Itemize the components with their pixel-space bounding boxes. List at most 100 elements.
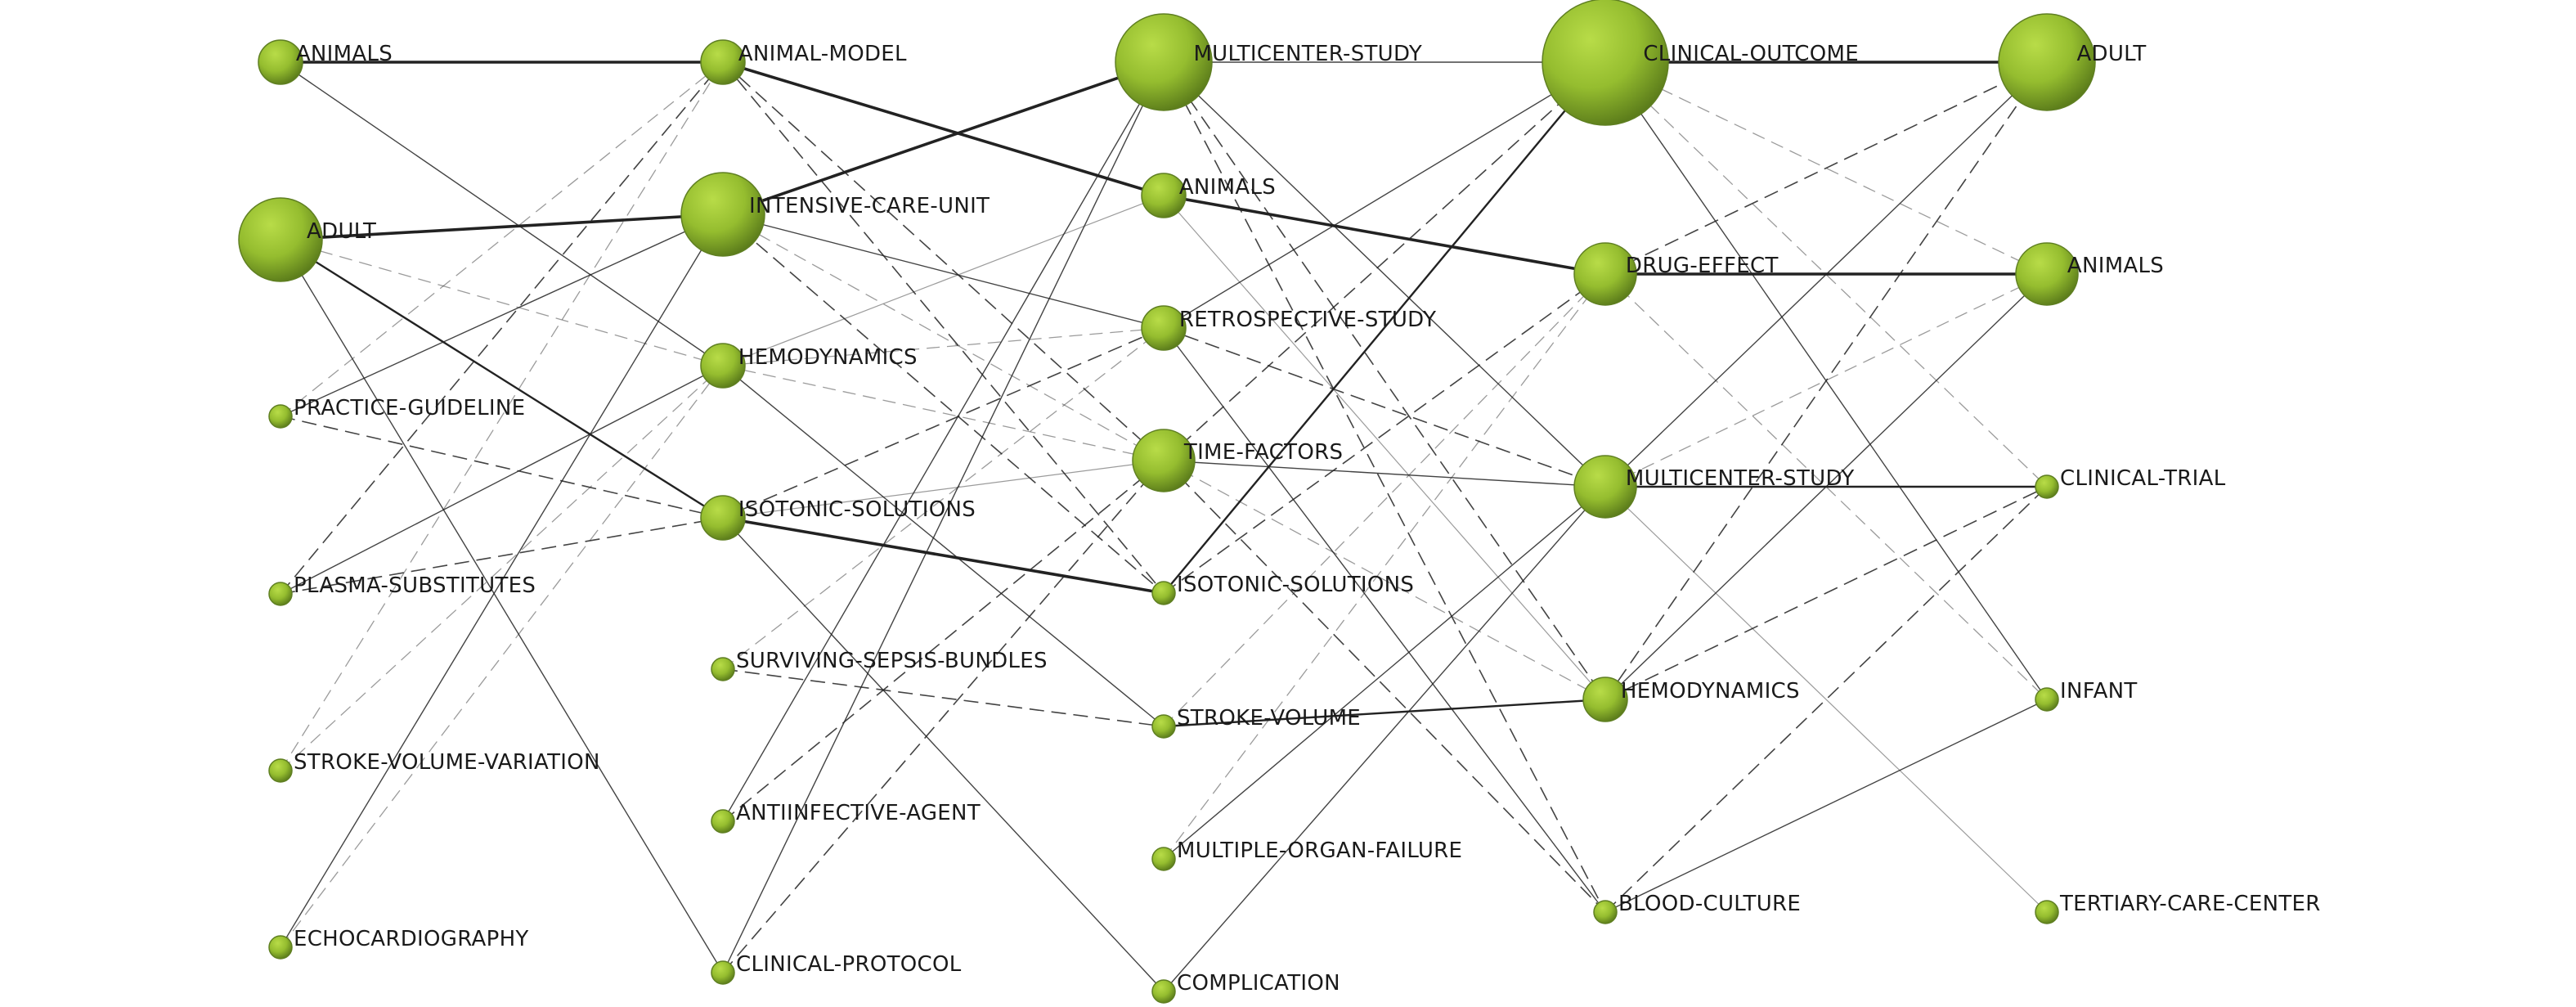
node-c2-clinical-protocol[interactable] <box>711 960 735 985</box>
edge-c1-animals-to-c2-hemodynamics <box>280 61 724 366</box>
edge-c4-multicenter-study-to-c5-adult <box>1604 61 2048 488</box>
node-c1-echocardiography[interactable] <box>268 935 293 960</box>
edge-c2-antiinfective-agent-to-c3-time-factors <box>722 460 1165 822</box>
edge-c3-multicenter-study-to-c4-hemodynamics <box>1163 61 1606 700</box>
node-label-c5-infant: INFANT <box>2060 679 2138 704</box>
edge-c3-retrospective-study-to-c4-blood-culture <box>1163 327 1606 913</box>
node-c3-multiple-organ-failure[interactable] <box>1151 847 1176 871</box>
node-c2-intensive-care-unit[interactable] <box>680 172 765 257</box>
node-c2-antiinfective-agent[interactable] <box>711 809 735 834</box>
edge-c2-antiinfective-agent-to-c3-multicenter-study <box>722 61 1165 822</box>
node-c4-blood-culture[interactable] <box>1593 900 1618 924</box>
node-c3-stroke-volume[interactable] <box>1151 714 1176 739</box>
nodes-layer <box>238 0 2096 1004</box>
edge-c3-multiple-organ-failure-to-c4-multicenter-study <box>1163 486 1606 860</box>
edge-c3-animals-to-c4-drug-effect <box>1163 194 1606 276</box>
edge-c4-blood-culture-to-c5-infant <box>1604 699 2048 913</box>
edge-c1-stroke-volume-variation-to-c2-hemodynamics <box>280 365 724 771</box>
node-label-c3-isotonic-solutions: ISOTONIC-SOLUTIONS <box>1177 573 1414 597</box>
node-c3-isotonic-solutions[interactable] <box>1151 581 1176 605</box>
edge-c3-isotonic-solutions-to-c4-clinical-outcome <box>1163 61 1606 594</box>
node-label-c3-time-factors: TIME-FACTORS <box>1183 440 1343 465</box>
node-c1-adult[interactable] <box>238 197 323 282</box>
edge-c1-practice-guideline-to-c2-isotonic-solutions <box>280 416 724 519</box>
node-c3-animals[interactable] <box>1141 173 1187 218</box>
edge-c3-isotonic-solutions-to-c4-drug-effect <box>1163 273 1606 594</box>
edge-c1-practice-guideline-to-c2-animal-model <box>280 61 724 417</box>
edge-c1-adult-to-c2-intensive-care-unit <box>280 213 724 241</box>
node-label-c2-animal-model: ANIMAL-MODEL <box>738 42 907 66</box>
edge-c3-time-factors-to-c4-multicenter-study <box>1163 460 1606 488</box>
edge-c1-adult-to-c2-isotonic-solutions <box>280 238 724 519</box>
node-c5-clinical-trial[interactable] <box>2035 474 2059 499</box>
edge-c3-stroke-volume-to-c4-drug-effect <box>1163 273 1606 727</box>
node-c5-animals[interactable] <box>2015 242 2079 306</box>
edge-c3-stroke-volume-to-c4-hemodynamics <box>1163 698 1606 728</box>
edge-c2-hemodynamics-to-c3-stroke-volume <box>722 365 1165 727</box>
node-c2-surviving-sepsis-bundles[interactable] <box>711 657 735 681</box>
edge-c4-hemodynamics-to-c5-clinical-trial <box>1604 486 2048 700</box>
edge-c3-animals-to-c4-hemodynamics <box>1163 195 1606 700</box>
node-c3-multicenter-study[interactable] <box>1115 13 1213 111</box>
node-c1-animals[interactable] <box>258 39 303 85</box>
node-label-c2-intensive-care-unit: INTENSIVE-CARE-UNIT <box>749 194 990 218</box>
edge-c1-practice-guideline-to-c2-intensive-care-unit <box>280 214 724 417</box>
edge-c2-surviving-sepsis-bundles-to-c3-stroke-volume <box>722 668 1165 727</box>
edge-c2-surviving-sepsis-bundles-to-c3-retrospective-study <box>722 327 1165 670</box>
edge-c3-multiple-organ-failure-to-c4-drug-effect <box>1163 273 1606 860</box>
edge-c4-blood-culture-to-c5-clinical-trial <box>1604 486 2048 913</box>
node-c1-practice-guideline[interactable] <box>268 404 293 429</box>
edge-c1-echocardiography-to-c2-intensive-care-unit <box>280 214 724 948</box>
node-label-c4-multicenter-study: MULTICENTER-STUDY <box>1626 466 1855 491</box>
node-c3-time-factors[interactable] <box>1132 429 1196 492</box>
edge-c2-isotonic-solutions-to-c3-time-factors <box>722 460 1165 519</box>
edge-c3-retrospective-study-to-c4-multicenter-study <box>1163 327 1606 488</box>
node-label-c2-isotonic-solutions: ISOTONIC-SOLUTIONS <box>738 497 976 522</box>
node-label-c1-stroke-volume-variation: STROKE-VOLUME-VARIATION <box>294 750 600 775</box>
node-c5-tertiary-care-center[interactable] <box>2035 900 2059 924</box>
node-c4-clinical-outcome[interactable] <box>1542 0 1669 126</box>
edge-c2-animal-model-to-c3-time-factors <box>722 61 1165 461</box>
node-label-c3-retrospective-study: RETROSPECTIVE-STUDY <box>1179 308 1436 332</box>
edge-c3-complication-to-c4-multicenter-study <box>1163 486 1606 992</box>
node-label-c3-multicenter-study: MULTICENTER-STUDY <box>1193 42 1422 66</box>
node-c2-animal-model[interactable] <box>700 39 746 85</box>
node-label-c3-stroke-volume: STROKE-VOLUME <box>1177 706 1361 731</box>
edge-c1-plasma-substitutes-to-c2-animal-model <box>280 61 724 595</box>
edge-c1-stroke-volume-variation-to-c2-animal-model <box>280 61 724 771</box>
node-label-c5-animals: ANIMALS <box>2067 254 2164 278</box>
edge-c2-intensive-care-unit-to-c3-time-factors <box>722 214 1165 461</box>
node-label-c1-practice-guideline: PRACTICE-GUIDELINE <box>294 396 525 420</box>
node-c4-multicenter-study[interactable] <box>1573 455 1637 519</box>
edge-c3-time-factors-to-c4-hemodynamics <box>1163 460 1606 700</box>
node-c2-isotonic-solutions[interactable] <box>700 495 746 541</box>
node-label-c4-blood-culture: BLOOD-CULTURE <box>1618 892 1801 916</box>
node-c4-drug-effect[interactable] <box>1573 242 1637 306</box>
node-label-c2-clinical-protocol: CLINICAL-PROTOCOL <box>736 952 962 977</box>
edge-c2-hemodynamics-to-c3-retrospective-study <box>722 327 1165 366</box>
node-label-c4-clinical-outcome: CLINICAL-OUTCOME <box>1643 42 1859 66</box>
node-label-c1-echocardiography: ECHOCARDIOGRAPHY <box>294 927 529 951</box>
node-c1-plasma-substitutes[interactable] <box>268 582 293 606</box>
edge-c2-intensive-care-unit-to-c3-multicenter-study <box>722 61 1165 216</box>
edge-c1-adult-to-c2-hemodynamics <box>280 239 724 366</box>
node-label-c3-multiple-organ-failure: MULTIPLE-ORGAN-FAILURE <box>1177 838 1462 863</box>
node-c4-hemodynamics[interactable] <box>1582 677 1628 722</box>
node-c3-complication[interactable] <box>1151 979 1176 1004</box>
node-c3-retrospective-study[interactable] <box>1141 305 1187 351</box>
node-label-c1-animals: ANIMALS <box>296 42 393 66</box>
node-c1-stroke-volume-variation[interactable] <box>268 758 293 783</box>
edge-c2-hemodynamics-to-c3-animals <box>722 195 1165 366</box>
node-label-c4-drug-effect: DRUG-EFFECT <box>1626 254 1779 278</box>
edge-c2-hemodynamics-to-c3-time-factors <box>722 365 1165 461</box>
node-c5-adult[interactable] <box>1998 13 2096 111</box>
edge-c2-clinical-protocol-to-c3-time-factors <box>722 460 1165 973</box>
edge-c3-time-factors-to-c4-blood-culture <box>1163 460 1606 913</box>
node-c5-infant[interactable] <box>2035 687 2059 712</box>
edge-c2-isotonic-solutions-to-c3-isotonic-solutions <box>722 516 1165 595</box>
edge-c4-multicenter-study-to-c5-tertiary-care-center <box>1604 486 2048 913</box>
node-c2-hemodynamics[interactable] <box>700 343 746 389</box>
edge-c1-echocardiography-to-c2-hemodynamics <box>280 365 724 948</box>
node-label-c5-tertiary-care-center: TERTIARY-CARE-CENTER <box>2059 892 2321 916</box>
edges-layer <box>280 61 2048 992</box>
